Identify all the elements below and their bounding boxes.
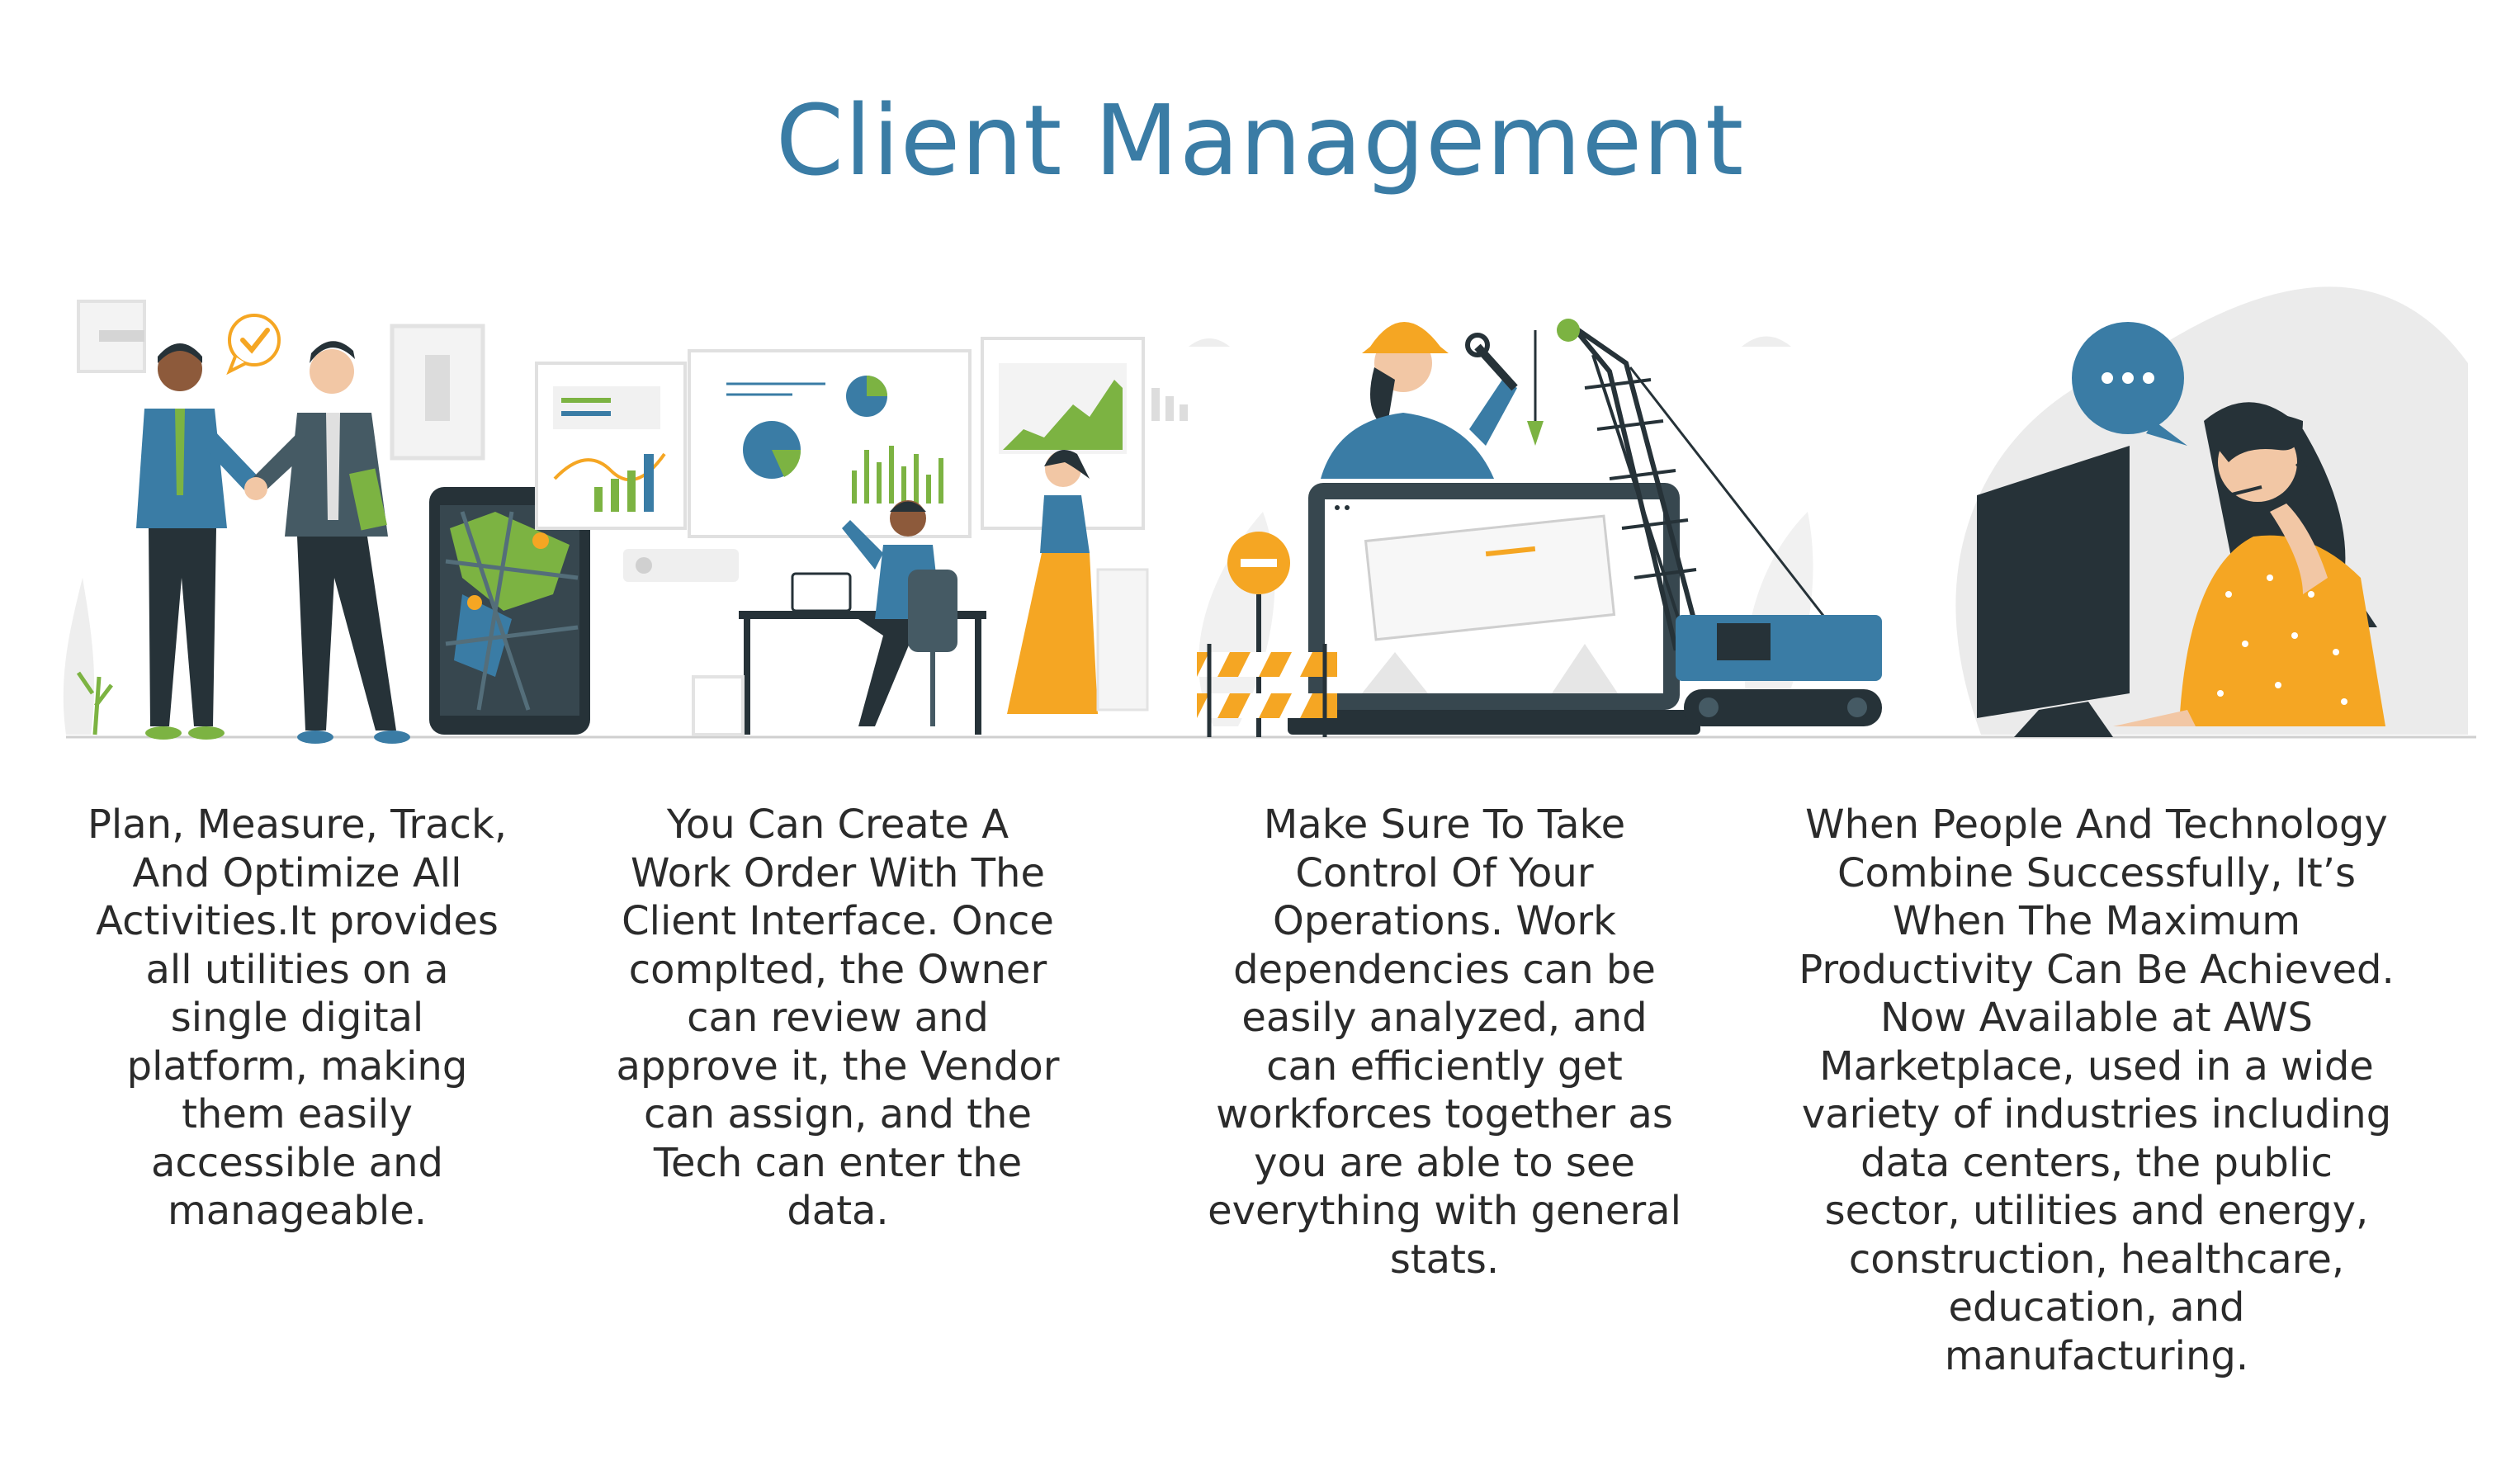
feature-text-productivity: When People And Technology Combine Succe… bbox=[1799, 801, 2395, 1379]
feature-text-plan: Plan, Measure, Track, And Optimize All A… bbox=[87, 801, 507, 1234]
page-title: Client Management bbox=[775, 83, 1745, 197]
checkmark-bubble-icon bbox=[226, 314, 281, 376]
illustration-strip bbox=[63, 286, 2476, 744]
chat-bubble-icon bbox=[2072, 322, 2187, 446]
map-tablet-illustration bbox=[429, 487, 590, 735]
feature-text-operations: Make Sure To Take Control Of Your Operat… bbox=[1208, 801, 1681, 1283]
crane-illustration bbox=[1527, 319, 1882, 726]
construction-worker-illustration bbox=[1189, 322, 1813, 735]
dashboard-charts-illustration bbox=[535, 337, 1188, 736]
feature-text-work-order: You Can Create A Work Order With The Cli… bbox=[616, 801, 1060, 1234]
road-barrier-illustration bbox=[1197, 532, 1337, 737]
support-agent-illustration bbox=[1955, 286, 2468, 737]
handshake-illustration bbox=[63, 300, 485, 744]
